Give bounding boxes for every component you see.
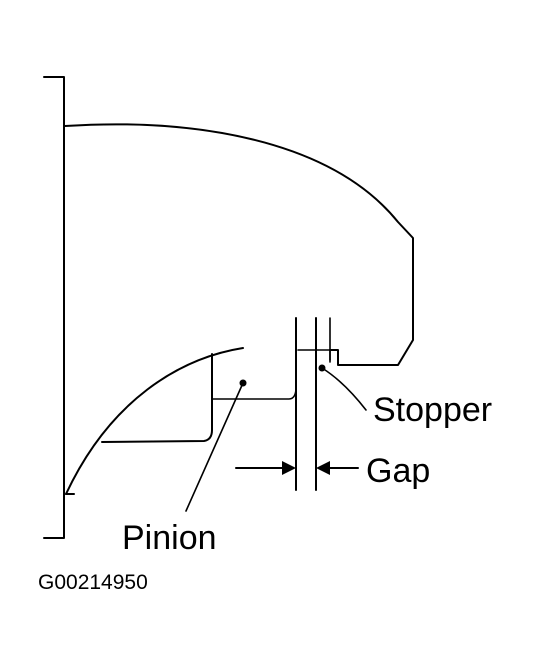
gap-arrow-right-head [316,461,330,475]
left-bracket [43,76,65,539]
gap-arrow-left-head [282,461,296,475]
stopper-leader [321,367,367,411]
pinion-leader [185,382,244,512]
pinion-label: Pinion [122,519,217,557]
pinion-inner-face [101,353,213,443]
pinion-shaft [211,387,297,400]
stopper-label: Stopper [373,391,492,429]
pinion-outer-curve [65,347,244,495]
housing-outline [64,123,414,366]
figure-code: G00214950 [38,571,148,594]
stopper-plate [297,349,331,361]
gap-label: Gap [366,452,430,490]
